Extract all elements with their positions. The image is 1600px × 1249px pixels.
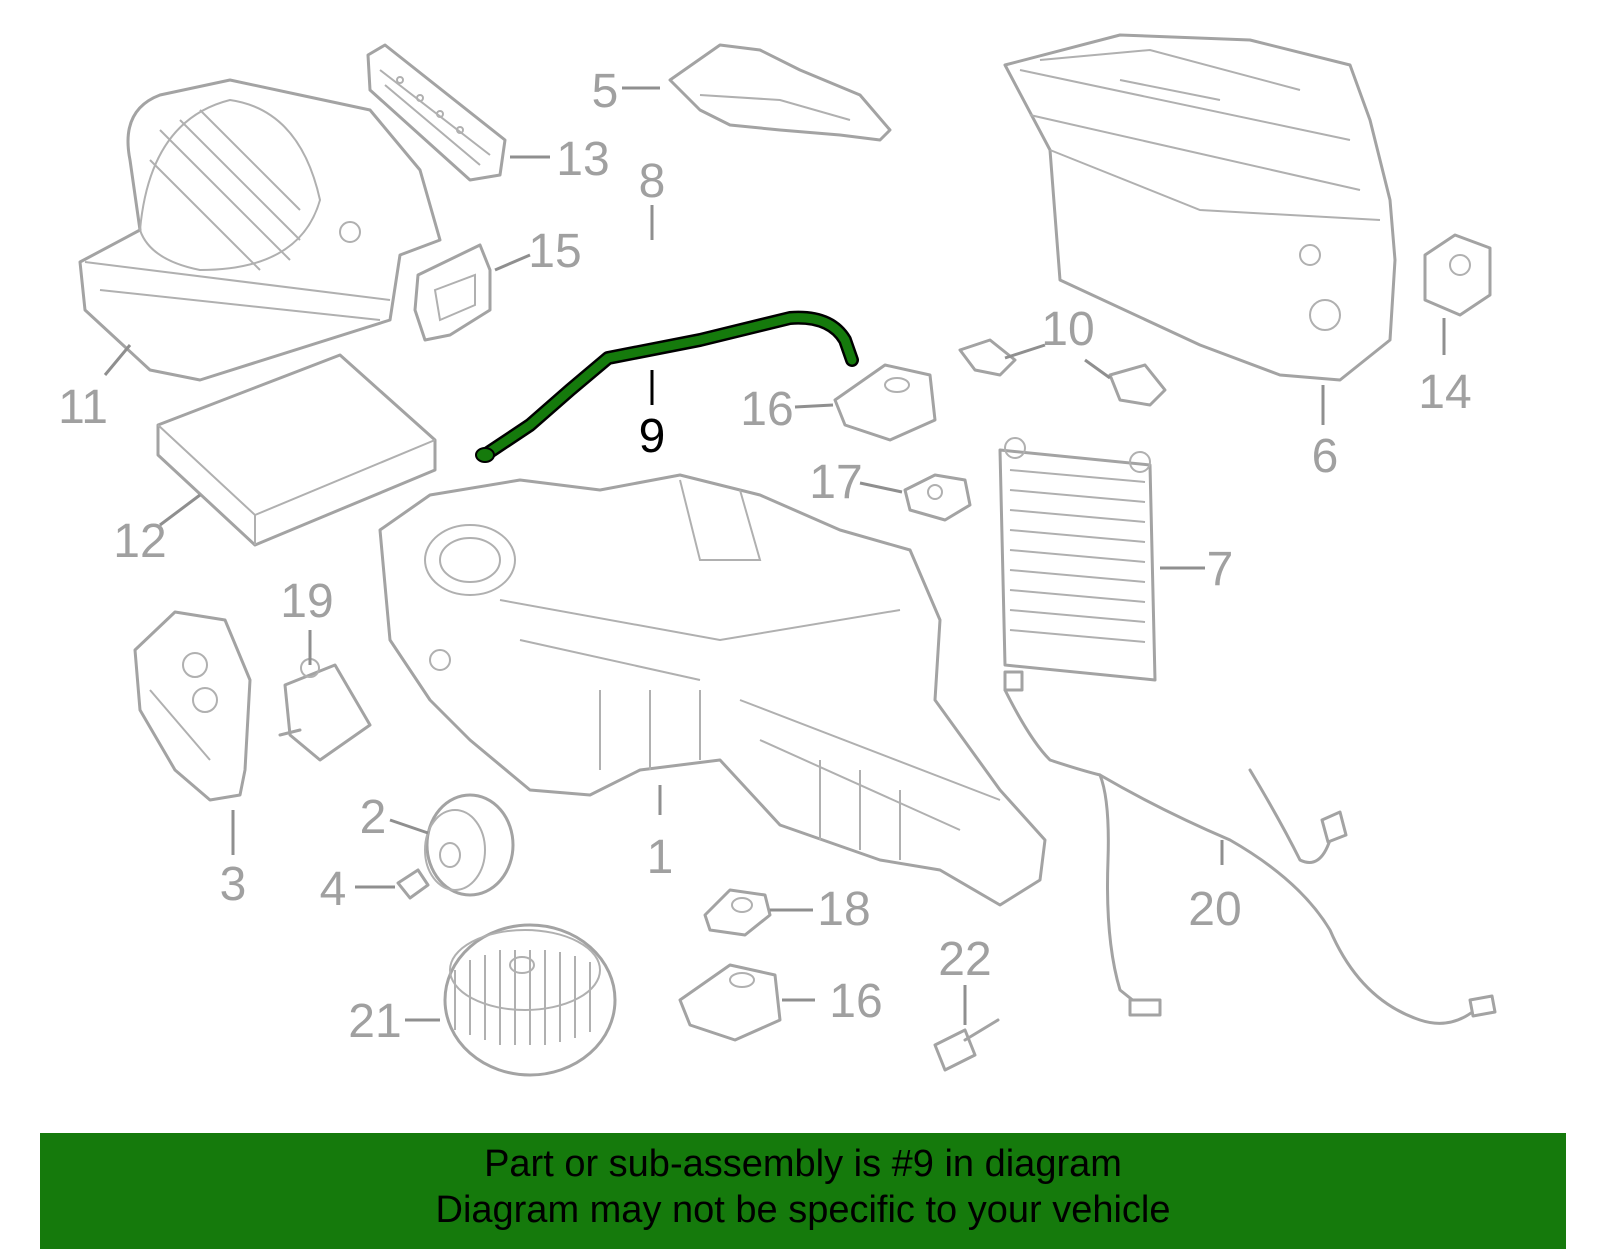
part-8-pipe (462, 212, 958, 403)
part-16-upper-actuator (833, 363, 937, 442)
callout-8: 8 (639, 155, 666, 208)
part-16-lower-actuator (678, 963, 782, 1042)
part-11-housing (78, 78, 442, 382)
callout-22: 22 (938, 933, 991, 986)
callout-labels: 1 2 3 4 5 6 7 8 9 10 11 12 13 14 15 16 1… (58, 65, 1472, 1048)
part-2-motor-wheel (424, 793, 515, 897)
part-14-actuator (1423, 233, 1492, 317)
part-4-bushing (396, 868, 430, 900)
callout-12: 12 (113, 515, 166, 568)
callout-2: 2 (360, 791, 387, 844)
callout-5: 5 (592, 65, 619, 118)
part-15-actuator (413, 243, 492, 342)
callout-11: 11 (58, 381, 108, 434)
callout-6: 6 (1312, 430, 1339, 483)
callout-15: 15 (528, 225, 581, 278)
callout-14: 14 (1418, 366, 1471, 419)
part-12-filter (156, 353, 437, 547)
callout-16-lower: 16 (829, 975, 882, 1028)
part-19-valve (278, 658, 372, 762)
callout-9: 9 (639, 410, 666, 463)
part-17-grommet (903, 473, 972, 522)
part-7-heater-core (998, 437, 1157, 682)
callout-19: 19 (280, 575, 333, 628)
callout-13: 13 (556, 133, 609, 186)
part-5-duct (668, 43, 892, 142)
callout-10: 10 (1041, 303, 1094, 356)
part-20-wiring-harness (1003, 670, 1497, 1025)
callout-20: 20 (1188, 883, 1241, 936)
callout-18: 18 (817, 883, 870, 936)
callout-17: 17 (809, 456, 862, 509)
part-18-mount (703, 888, 772, 937)
part-1-hvac-assembly (378, 473, 1047, 907)
part-22-sensor (933, 1018, 1000, 1072)
callout-16-upper: 16 (740, 383, 793, 436)
banner-line-1: Part or sub-assembly is #9 in diagram (484, 1143, 1122, 1185)
part-13-bracket (366, 43, 507, 182)
leader-lines (103, 86, 1446, 1025)
callout-1: 1 (647, 831, 674, 884)
info-banner: Part or sub-assembly is #9 in diagram Di… (40, 1133, 1566, 1249)
part-9-hose (475, 310, 859, 463)
callout-4: 4 (320, 863, 347, 916)
callout-7: 7 (1207, 543, 1234, 596)
callout-3: 3 (220, 858, 247, 911)
part-10-clips (958, 338, 1167, 407)
part-6-case (1003, 33, 1397, 382)
banner-line-2: Diagram may not be specific to your vehi… (435, 1189, 1171, 1231)
part-21-blower-fan (443, 923, 617, 1077)
part-3-bracket (133, 610, 252, 802)
callout-21: 21 (348, 995, 401, 1048)
